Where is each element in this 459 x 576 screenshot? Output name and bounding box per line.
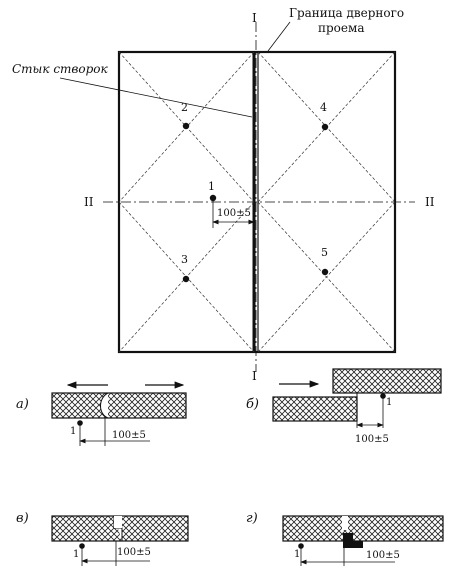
- measurement-point-1: [209, 194, 217, 202]
- detail-a-rebate: [100, 392, 109, 419]
- detail-g-panel: [282, 515, 444, 542]
- point-1-label: 1: [208, 180, 215, 193]
- detail-b-dimension: 100±5: [355, 434, 389, 445]
- detail-a-dimension: 100±5: [112, 430, 146, 441]
- detail-b-letter: б): [246, 397, 259, 412]
- detail-v-point-label: 1: [73, 549, 79, 560]
- point-3-label: 3: [181, 253, 188, 266]
- door-opening-boundary-label-2: проема: [318, 21, 365, 35]
- detail-a-point: [77, 420, 83, 426]
- detail-v: в) 1 100±5: [16, 511, 189, 566]
- detail-g-point-label: 1: [294, 549, 300, 560]
- door-front-view: I I II II 2 4 3 5 1 100±5 Граница дверно…: [12, 6, 435, 383]
- detail-v-point: [79, 543, 85, 549]
- detail-b: б) 1 100±5: [246, 368, 442, 445]
- detail-b-upper-panel: [332, 368, 442, 394]
- measurement-point-5: [321, 268, 329, 276]
- boundary-leader-line: [267, 21, 291, 52]
- detail-b-lower-panel: [272, 396, 358, 422]
- detail-b-point: [380, 393, 386, 399]
- detail-g-dimension: 100±5: [366, 550, 400, 561]
- measurement-point-4: [321, 123, 329, 131]
- point-4-label: 4: [320, 101, 327, 114]
- detail-g: г) 1 100±5: [246, 511, 444, 566]
- detail-a-panel: [51, 392, 187, 419]
- point-5-label: 5: [321, 246, 328, 259]
- axis-i-top-label: I: [252, 11, 257, 25]
- detail-v-letter: в): [16, 511, 29, 526]
- axis-ii-right-label: II: [425, 195, 435, 209]
- point-2-label: 2: [181, 101, 188, 114]
- leaf-joint-label: Стык створок: [12, 62, 109, 76]
- door-opening-boundary-label-1: Граница дверного: [289, 6, 404, 20]
- detail-a-point-label: 1: [70, 426, 76, 437]
- detail-a: а) 1 100±5: [16, 381, 187, 446]
- detail-b-point-label: 1: [386, 397, 392, 408]
- measurement-point-3: [182, 275, 190, 283]
- detail-g-letter: г): [246, 511, 258, 526]
- leaf-joint-leader-line: [59, 77, 253, 118]
- detail-g-step-block: [343, 533, 363, 548]
- detail-b-step: [333, 392, 358, 397]
- measurement-point-2: [182, 122, 190, 130]
- axis-ii-left-label: II: [84, 195, 94, 209]
- detail-v-dimension: 100±5: [117, 547, 151, 558]
- axis-i-bottom-label: I: [252, 369, 257, 383]
- main-dimension-label: 100±5: [217, 208, 251, 219]
- detail-g-point: [298, 543, 304, 549]
- detail-a-letter: а): [16, 397, 29, 412]
